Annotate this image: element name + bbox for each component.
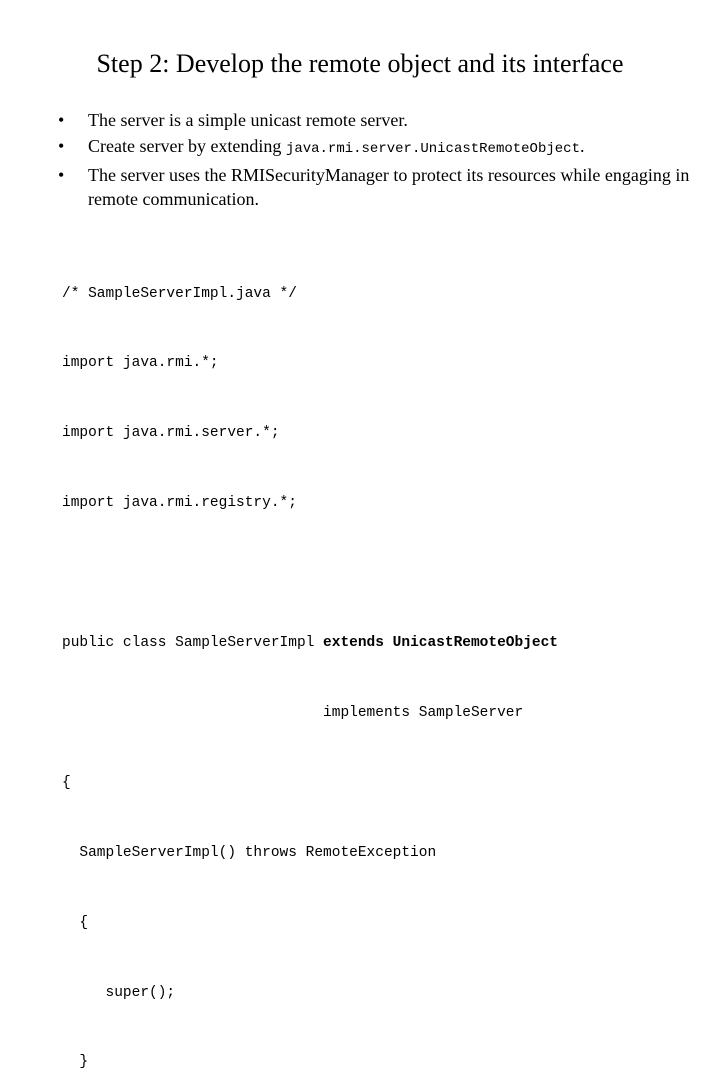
- code-blank-line: [62, 562, 558, 585]
- code-constructor-close-brace: }: [62, 1054, 89, 1071]
- bullet-marker: •: [58, 136, 65, 156]
- code-extends-type: UnicastRemoteObject: [392, 635, 558, 652]
- code-extends-keyword: extends: [323, 635, 384, 652]
- code-open-brace: {: [62, 774, 71, 791]
- code-constructor-signature: SampleServerImpl() throws RemoteExceptio…: [62, 844, 437, 861]
- code-extends-separator: [384, 635, 393, 651]
- code-import-line: import java.rmi.server.*;: [62, 425, 280, 442]
- bullet-item: • The server is a simple unicast remote …: [58, 108, 698, 132]
- bullet-text: Create server by extending: [88, 136, 286, 156]
- code-constructor-open-brace: {: [62, 914, 89, 931]
- code-super-call: super();: [62, 984, 176, 1001]
- code-block: /* SampleServerImpl.java */ import java.…: [62, 236, 558, 1080]
- code-class-signature: public class SampleServerImpl: [62, 635, 324, 652]
- bullet-marker: •: [58, 165, 65, 185]
- bullet-item: • Create server by extending java.rmi.se…: [58, 134, 698, 161]
- bullet-text: The server is a simple unicast remote se…: [88, 110, 408, 130]
- code-import-line: import java.rmi.registry.*;: [62, 495, 297, 512]
- bullet-item: • The server uses the RMISecurityManager…: [58, 163, 698, 211]
- code-import-line: import java.rmi.*;: [62, 355, 219, 372]
- inline-code: java.rmi.server.UnicastRemoteObject: [285, 141, 580, 157]
- bullet-list: • The server is a simple unicast remote …: [58, 108, 698, 211]
- code-class-declaration: public class SampleServerImpl extends Un…: [62, 632, 558, 655]
- bullet-text: The server uses the RMISecurityManager t…: [88, 165, 690, 209]
- slide-title: Step 2: Develop the remote object and it…: [96, 49, 624, 78]
- code-implements-line: implements SampleServer: [62, 704, 524, 721]
- bullet-text-end: .: [579, 136, 585, 156]
- bullet-marker: •: [58, 110, 65, 130]
- code-comment: /* SampleServerImpl.java */: [62, 285, 297, 302]
